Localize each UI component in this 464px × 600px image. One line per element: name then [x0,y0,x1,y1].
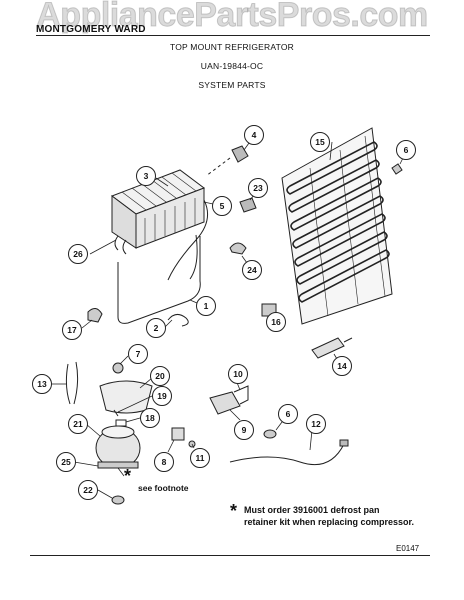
callout-15: 15 [310,132,330,152]
brand-name: MONTGOMERY WARD [36,24,146,35]
callout-7: 7 [128,344,148,364]
callout-21: 21 [68,414,88,434]
callout-12: 12 [306,414,326,434]
section-title: SYSTEM PARTS [198,80,266,90]
footer-rule [30,555,430,556]
callout-17: 17 [62,320,82,340]
see-footnote-label: see footnote [138,483,189,493]
callout-3: 3 [136,166,156,186]
callout-9: 9 [234,420,254,440]
condenser-drawing [110,169,206,255]
callout-10: 10 [228,364,248,384]
callout-19: 19 [152,386,172,406]
callout-2: 2 [146,318,166,338]
footnote-star: * [230,501,238,521]
header-rule [36,35,430,36]
callout-8: 8 [154,452,174,472]
page-code: E0147 [396,544,420,553]
diagram-title: TOP MOUNT REFRIGERATOR [169,42,295,52]
callout-6-top: 6 [396,140,416,160]
callout-6-bottom: 6 [278,404,298,424]
callout-26: 26 [68,244,88,264]
callout-13: 13 [32,374,52,394]
evaporator-drawing [281,127,393,325]
compressor-drawing [95,425,141,469]
callout-23: 23 [248,178,268,198]
callout-22: 22 [78,480,98,500]
footnote-star-marker: * [124,466,132,486]
callout-24: 24 [242,260,262,280]
callout-5: 5 [212,196,232,216]
model-number: UAN-19844-OC [200,61,264,71]
callout-11: 11 [190,448,210,468]
callout-20: 20 [150,366,170,386]
footnote-line-2: retainer kit when replacing compressor. [244,517,415,527]
callout-16: 16 [266,312,286,332]
callout-18: 18 [140,408,160,428]
footnote-line-1: Must order 3916001 defrost pan [244,505,380,515]
callout-25: 25 [56,452,76,472]
callout-14: 14 [332,356,352,376]
callout-4: 4 [244,125,264,145]
callout-1: 1 [196,296,216,316]
